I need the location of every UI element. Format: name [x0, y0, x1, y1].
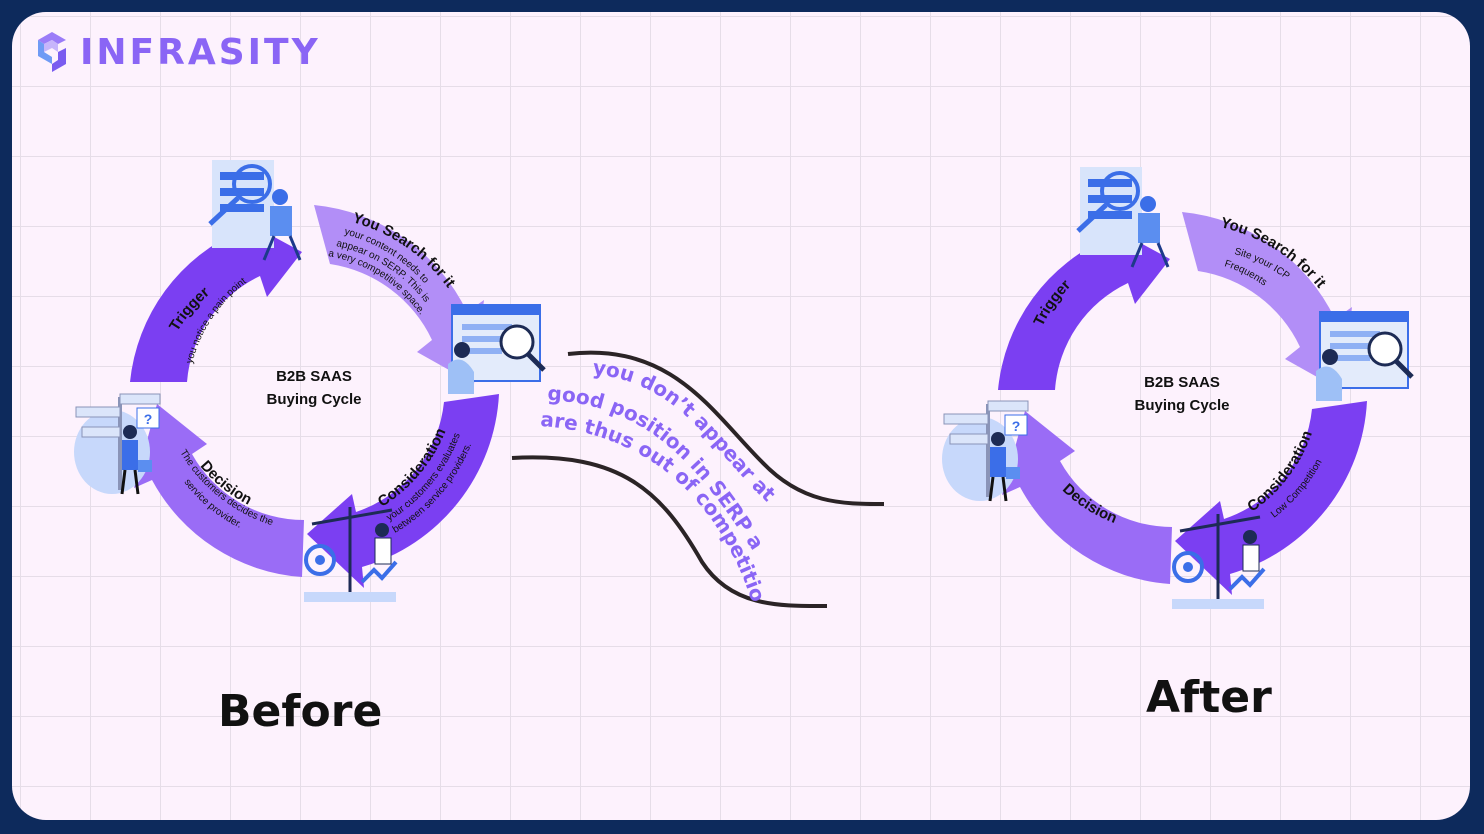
after-signpost-illustration: ?: [942, 400, 1029, 502]
connector-top-line: [567, 350, 885, 506]
after-serp-screen-illustration: [1316, 311, 1414, 401]
brand-name: INFRASITY: [80, 31, 321, 73]
infrasity-logo-icon: [38, 32, 66, 72]
after-center-line1: B2B SAAS: [1144, 374, 1220, 391]
before-center-line2: Buying Cycle: [266, 391, 361, 408]
after-caption: After: [1146, 672, 1272, 723]
after-research-illustration: [1076, 167, 1170, 268]
signpost-illustration: ?: [74, 393, 161, 495]
before-consideration-arrow: [307, 394, 499, 588]
serp-screen-illustration: [448, 304, 546, 394]
before-cycle: B2B SAAS Buying Cycle Trigger you notice…: [74, 160, 546, 602]
before-trigger-arrow: [130, 212, 302, 382]
after-decision-arrow: [1002, 411, 1172, 584]
after-search-arrow: [1182, 212, 1352, 391]
before-center-line1: B2B SAAS: [276, 368, 352, 385]
balance-illustration: [304, 507, 398, 602]
canvas: INFRASITY: [12, 12, 1470, 820]
diagram-svg: B2B SAAS Buying Cycle Trigger you notice…: [12, 12, 1414, 609]
after-trigger-arrow: [998, 219, 1170, 390]
svg-text:?: ?: [1012, 418, 1021, 434]
research-illustration: [208, 160, 302, 261]
after-center-line2: Buying Cycle: [1134, 397, 1229, 414]
connector-bottom-line: [511, 455, 828, 609]
brand-logo: INFRASITY: [36, 30, 321, 74]
before-caption: Before: [218, 686, 383, 737]
after-consideration-arrow: [1175, 401, 1367, 595]
before-decision-arrow: [134, 404, 304, 577]
before-search-arrow: [314, 205, 484, 384]
svg-text:?: ?: [144, 411, 153, 427]
after-balance-illustration: [1172, 514, 1266, 609]
after-cycle: B2B SAAS Buying Cycle Trigger You Search…: [942, 167, 1414, 609]
